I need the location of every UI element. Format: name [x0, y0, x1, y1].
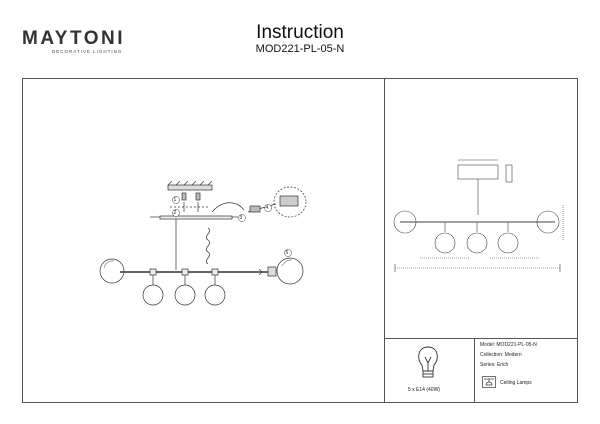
detail-collection: Collection: Modern	[480, 352, 522, 358]
coiled-cable	[205, 227, 211, 265]
ceiling-lamp-icon	[482, 376, 496, 388]
dim-globe-right	[536, 210, 560, 234]
brand-tagline: DECORATIVE LIGHTING	[52, 49, 123, 54]
detail-series: Series: Erich	[480, 362, 509, 368]
globe-shade	[142, 284, 164, 306]
instruction-frame	[22, 78, 578, 403]
bulb-icon	[418, 346, 438, 378]
dim-globe	[466, 232, 488, 254]
dim-globe	[497, 232, 519, 254]
canopy-side-view	[457, 164, 499, 180]
power-wire	[211, 202, 245, 213]
frame-divider-vertical	[384, 78, 385, 403]
globe-shade-right	[276, 257, 304, 285]
step-label: 2	[173, 210, 177, 216]
anchor-right	[195, 192, 201, 201]
step-label: 3	[239, 215, 243, 221]
step-label: 5	[285, 250, 289, 256]
mounting-bracket	[159, 215, 233, 220]
step-label: 1	[173, 197, 177, 203]
globe-shade	[204, 284, 226, 306]
dim-globe-left	[393, 210, 417, 234]
connector-detail	[273, 186, 307, 218]
globe-shade-left	[99, 258, 125, 284]
dim-globe	[434, 232, 456, 254]
bulb-spec: 5 x E14 (40W)	[408, 387, 440, 393]
page-title: Instruction	[256, 22, 344, 43]
detail-model: Model: MOD221-PL-05-N	[480, 342, 537, 348]
brand-logo: MAYTONI	[22, 28, 126, 49]
step-label: 4	[265, 205, 269, 211]
ceiling-plate	[167, 184, 213, 191]
detail-category: Ceiling Lamps	[500, 380, 532, 386]
model-number: MOD221-PL-05-N	[255, 43, 345, 55]
globe-shade	[174, 284, 196, 306]
info-divider	[474, 338, 475, 403]
anchor-left	[181, 192, 187, 201]
frame-divider-horizontal	[384, 338, 578, 339]
